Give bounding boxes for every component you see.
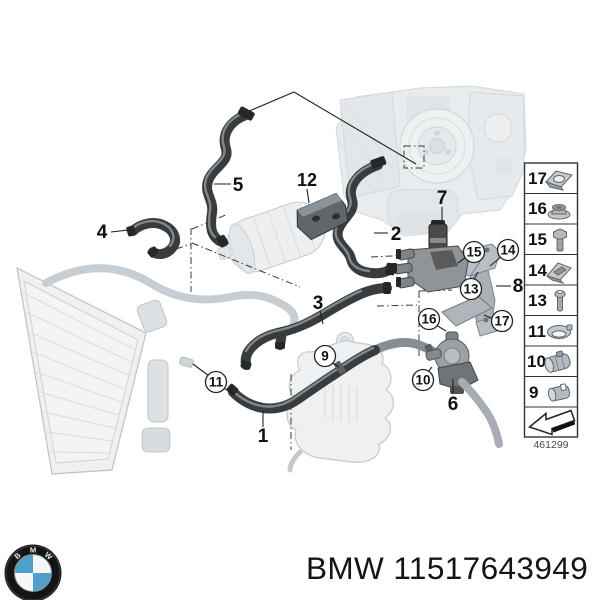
circled-callouts: 15 14 13 16 17 9 10 11 <box>204 238 520 394</box>
callout-6: 6 <box>448 394 459 415</box>
legend-item-14: 14 <box>528 261 572 284</box>
svg-text:9: 9 <box>321 349 329 364</box>
svg-text:10: 10 <box>415 373 430 388</box>
hose-clamp-band-icon <box>544 350 571 373</box>
callout-9: 9 <box>313 344 337 368</box>
callout-12: 12 <box>297 170 317 190</box>
svg-text:16: 16 <box>528 199 547 218</box>
svg-text:9: 9 <box>529 383 538 402</box>
radiator-brackets <box>136 299 194 453</box>
drawing-number: 461299 <box>533 439 568 451</box>
callout-13: 13 <box>459 277 483 301</box>
callout-14: 14 <box>496 238 520 262</box>
svg-text:14: 14 <box>528 261 547 280</box>
svg-text:M: M <box>30 546 36 555</box>
legend-item-15: 15 <box>528 228 567 252</box>
callout-3: 3 <box>313 293 324 314</box>
c-clip-nut-icon <box>546 262 572 284</box>
fastener-legend: 17 16 15 14 <box>523 162 579 451</box>
legend-item-10: 10 <box>527 350 571 373</box>
legend-item-16: 16 <box>528 199 571 220</box>
electric-water-pump-6 <box>425 331 503 448</box>
speed-clip-icon <box>544 170 573 191</box>
brand-text: BMW <box>306 550 385 586</box>
callout-17: 17 <box>490 309 514 333</box>
svg-text:11: 11 <box>209 375 224 390</box>
part-number-text: 11517643949 <box>393 550 589 586</box>
svg-text:B: B <box>13 550 23 561</box>
hose-3 <box>240 282 392 370</box>
part-title: BMW 11517643949 <box>306 550 588 587</box>
svg-text:11: 11 <box>528 322 546 341</box>
svg-text:W: W <box>43 550 55 562</box>
direction-arrow-icon <box>527 409 576 436</box>
callout-8: 8 <box>513 276 524 297</box>
svg-text:13: 13 <box>528 291 547 310</box>
engine-block <box>335 85 527 237</box>
callout-16: 16 <box>417 307 441 331</box>
hose-4 <box>126 218 181 260</box>
svg-text:13: 13 <box>463 282 479 297</box>
svg-text:17: 17 <box>494 314 509 329</box>
callout-10: 10 <box>411 368 435 392</box>
callout-7: 7 <box>437 188 448 209</box>
svg-text:17: 17 <box>528 169 547 188</box>
callout-5: 5 <box>233 175 244 196</box>
mounting-bracket-12 <box>296 192 349 241</box>
flange-nut-icon <box>547 204 571 220</box>
svg-text:14: 14 <box>500 243 516 258</box>
legend-item-9: 9 <box>529 383 571 402</box>
faded-coolant-pipe <box>42 264 299 334</box>
radiator <box>16 266 194 475</box>
legend-item-17: 17 <box>528 169 573 191</box>
crank-pulley <box>399 108 475 184</box>
heater-control-valve-7 <box>392 220 469 293</box>
expansion-tank <box>286 332 394 473</box>
hose-clamp-small-icon <box>547 383 571 402</box>
callout-15: 15 <box>462 240 486 264</box>
svg-text:15: 15 <box>466 245 482 260</box>
svg-text:16: 16 <box>421 312 437 327</box>
legend-item-11: 11 <box>528 322 573 341</box>
hex-bolt-icon <box>553 228 567 252</box>
callout-4: 4 <box>97 222 108 243</box>
hose-clamp-ring-icon <box>547 324 573 339</box>
svg-text:15: 15 <box>528 230 547 249</box>
legend-item-13: 13 <box>528 290 566 312</box>
callout-2: 2 <box>391 224 402 245</box>
bmw-logo: B M W <box>4 544 62 600</box>
callout-1: 1 <box>258 426 269 447</box>
bolt-icon <box>554 290 566 312</box>
svg-text:10: 10 <box>527 352 546 371</box>
callout-11: 11 <box>204 370 228 394</box>
hose-5 <box>202 106 255 248</box>
